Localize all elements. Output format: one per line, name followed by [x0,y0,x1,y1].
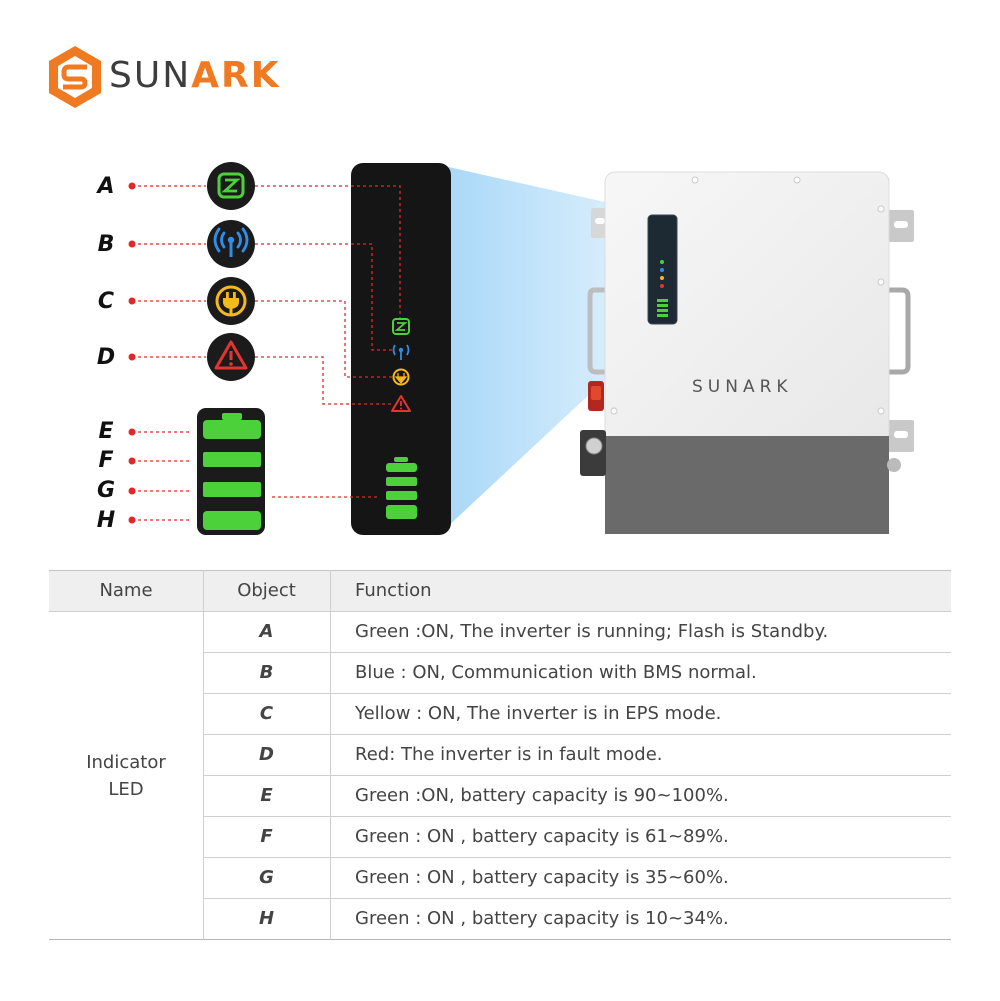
panel-led-eps-icon [392,368,410,386]
header-object: Object [237,580,296,601]
row-divider [203,857,951,858]
table-header-divider [49,611,951,612]
name-cell-indicator-led: Indicator LED [49,611,203,940]
eps-plug-icon [207,277,255,325]
table-header-row [49,570,951,611]
name-line-1: Indicator [86,751,166,773]
column-divider [330,570,331,940]
row-h-function: Green : ON , battery capacity is 10~34%. [355,908,729,929]
battery-unit-image [580,171,914,534]
callout-letter-h: H [96,508,116,533]
callout-letter-c: C [97,289,115,314]
table-bottom-border [49,939,951,940]
brand-name-ark: ARK [191,55,281,96]
panel-led-fault-icon [391,395,411,412]
battery-bar-icon [197,408,265,535]
row-divider [203,652,951,653]
row-c-object: C [259,703,274,724]
row-a-function: Green :ON, The inverter is running; Flas… [355,621,829,642]
running-icon [207,162,255,210]
callout-letter-f: F [98,448,114,473]
name-line-2: LED [108,778,144,800]
row-e-function: Green :ON, battery capacity is 90~100%. [355,785,729,806]
brand-logo: SUNARK [45,44,305,110]
row-h-object: H [258,908,275,929]
callout-letter-g: G [96,478,116,503]
callout-letter-d: D [96,345,116,370]
column-divider [203,570,204,940]
row-e-object: E [260,785,273,806]
callout-letter-e: E [98,419,114,444]
row-d-function: Red: The inverter is in fault mode. [355,744,663,765]
row-d-object: D [259,744,274,765]
row-g-object: G [259,867,274,888]
panel-led-communication-icon [392,344,410,360]
row-f-object: F [260,826,273,847]
row-divider [203,775,951,776]
row-divider [203,693,951,694]
row-a-object: A [259,621,274,642]
device-brand-label: SUNARK [692,376,793,398]
row-divider [203,816,951,817]
brand-name: SUNARK [109,56,281,96]
indicator-led-table: Name Object Function Indicator LED A Gre… [49,570,951,940]
header-name: Name [99,580,153,601]
row-c-function: Yellow : ON, The inverter is in EPS mode… [355,703,722,724]
brand-name-sun: SUN [109,55,192,96]
panel-led-running-icon [392,318,410,335]
row-b-object: B [259,662,274,683]
fault-warning-icon [207,333,255,381]
header-function: Function [355,580,432,601]
row-b-function: Blue : ON, Communication with BMS normal… [355,662,757,683]
callout-letter-a: A [97,174,115,199]
row-f-function: Green : ON , battery capacity is 61~89%. [355,826,729,847]
led-diagram [128,162,914,535]
sunark-logo-icon [49,46,101,108]
callout-letter-b: B [97,232,115,257]
device-brand-text: SUNARK [692,377,793,397]
row-divider [203,734,951,735]
row-g-function: Green : ON , battery capacity is 35~60%. [355,867,729,888]
communication-icon [207,220,255,268]
table-top-border [49,570,951,571]
panel-battery-icon [386,457,417,519]
row-divider [203,898,951,899]
